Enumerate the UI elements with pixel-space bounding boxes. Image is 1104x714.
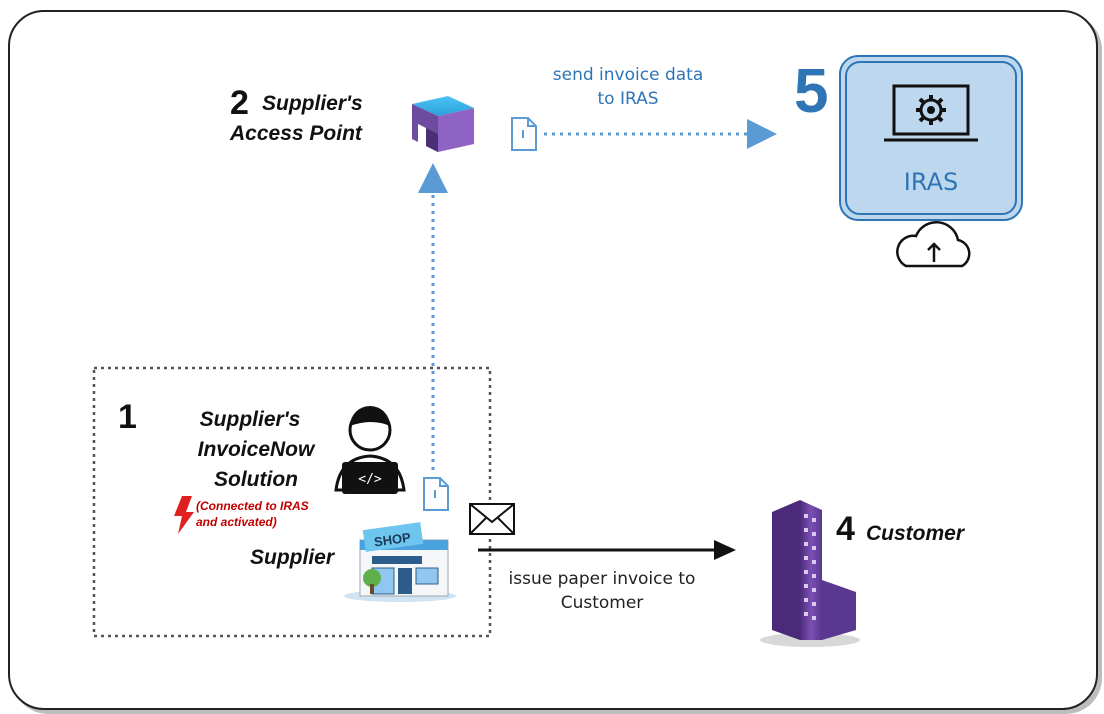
iras-box (839, 55, 1023, 221)
solution-line2: InvoiceNow (198, 438, 316, 461)
solution-line3: Solution (214, 468, 298, 491)
solution-number: 1 (118, 398, 137, 436)
solution-boundary (92, 366, 492, 638)
solution-note-line2: and activated) (196, 515, 277, 529)
iras-number: 5 (794, 57, 828, 126)
shop-sign: SHOP (373, 530, 412, 550)
lightning-icon (174, 496, 194, 534)
paper-label-line2: Customer (561, 593, 644, 613)
customer-label: Customer (866, 522, 966, 545)
ap-number: 2 (230, 84, 249, 122)
send-label-line1: send invoice data (553, 65, 703, 85)
building-icon (760, 500, 860, 647)
paper-label-line1: issue paper invoice to (509, 569, 696, 589)
solution-line1: Supplier's (200, 408, 301, 431)
shop-icon: SHOP (344, 522, 456, 602)
document-icon (511, 117, 537, 151)
send-label-line2: to IRAS (597, 89, 658, 109)
supplier-label: Supplier (250, 546, 336, 569)
ap-label-line2: Access Point (229, 122, 363, 145)
solution-note-line1: (Connected to IRAS (196, 499, 309, 513)
cloud-upload-icon (896, 220, 971, 268)
developer-icon: </> (334, 406, 406, 494)
document-icon-bottom (423, 477, 449, 511)
paper-invoice-arrowhead (714, 540, 736, 560)
svg-text:</>: </> (358, 472, 382, 487)
flow-diagram: 2 Supplier's Access Point send invoice d… (92, 55, 1023, 647)
ap-label-line1: Supplier's (262, 92, 363, 115)
access-point-icon (412, 96, 474, 152)
envelope-icon (469, 503, 515, 535)
laptop-gear-icon (884, 84, 978, 142)
customer-number: 4 (836, 510, 855, 548)
iras-label: IRAS (904, 168, 958, 196)
